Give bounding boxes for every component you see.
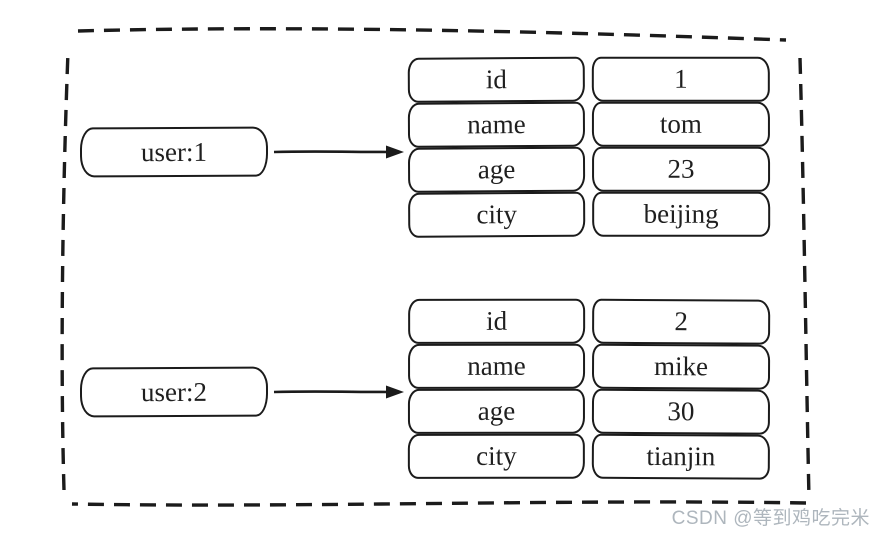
hash-value-cell: mike — [591, 343, 771, 390]
arrowhead-icon — [386, 385, 404, 399]
hash-value-cell: 2 — [592, 298, 771, 345]
key-box-user2: user:2 — [79, 366, 269, 418]
hash-field-cell: id — [407, 56, 585, 103]
hash-field-cell: age — [407, 146, 586, 193]
hash-value-cell: 1 — [591, 56, 770, 102]
key-label-user1: user:1 — [140, 136, 208, 167]
hash-field-cell: city — [408, 191, 586, 238]
hash-value-cell: 30 — [591, 388, 771, 435]
hash-field-cell: age — [407, 388, 585, 434]
hash-value-cell: beijing — [592, 191, 771, 237]
arrowhead-icon — [386, 145, 404, 159]
key-label-user2: user:2 — [140, 376, 208, 407]
key-box-user1: user:1 — [79, 126, 269, 178]
arrow-user2 — [273, 385, 404, 399]
watermark: CSDN @等到鸡吃完米 — [671, 508, 870, 529]
hash-value-cell: tianjin — [591, 433, 770, 480]
hash-field-cell: id — [408, 298, 586, 344]
hash-value-cell: 23 — [592, 146, 771, 192]
hash-table-user1: id 1 name tom age 23 city beijing — [407, 56, 771, 238]
hash-table-user2: id 2 name mike age 30 city tianjin — [407, 298, 771, 480]
arrow-user1 — [273, 145, 404, 159]
hash-value-cell: tom — [591, 101, 770, 147]
hash-field-cell: name — [408, 343, 586, 389]
hash-field-cell: name — [407, 101, 586, 148]
hash-field-cell: city — [407, 433, 585, 479]
